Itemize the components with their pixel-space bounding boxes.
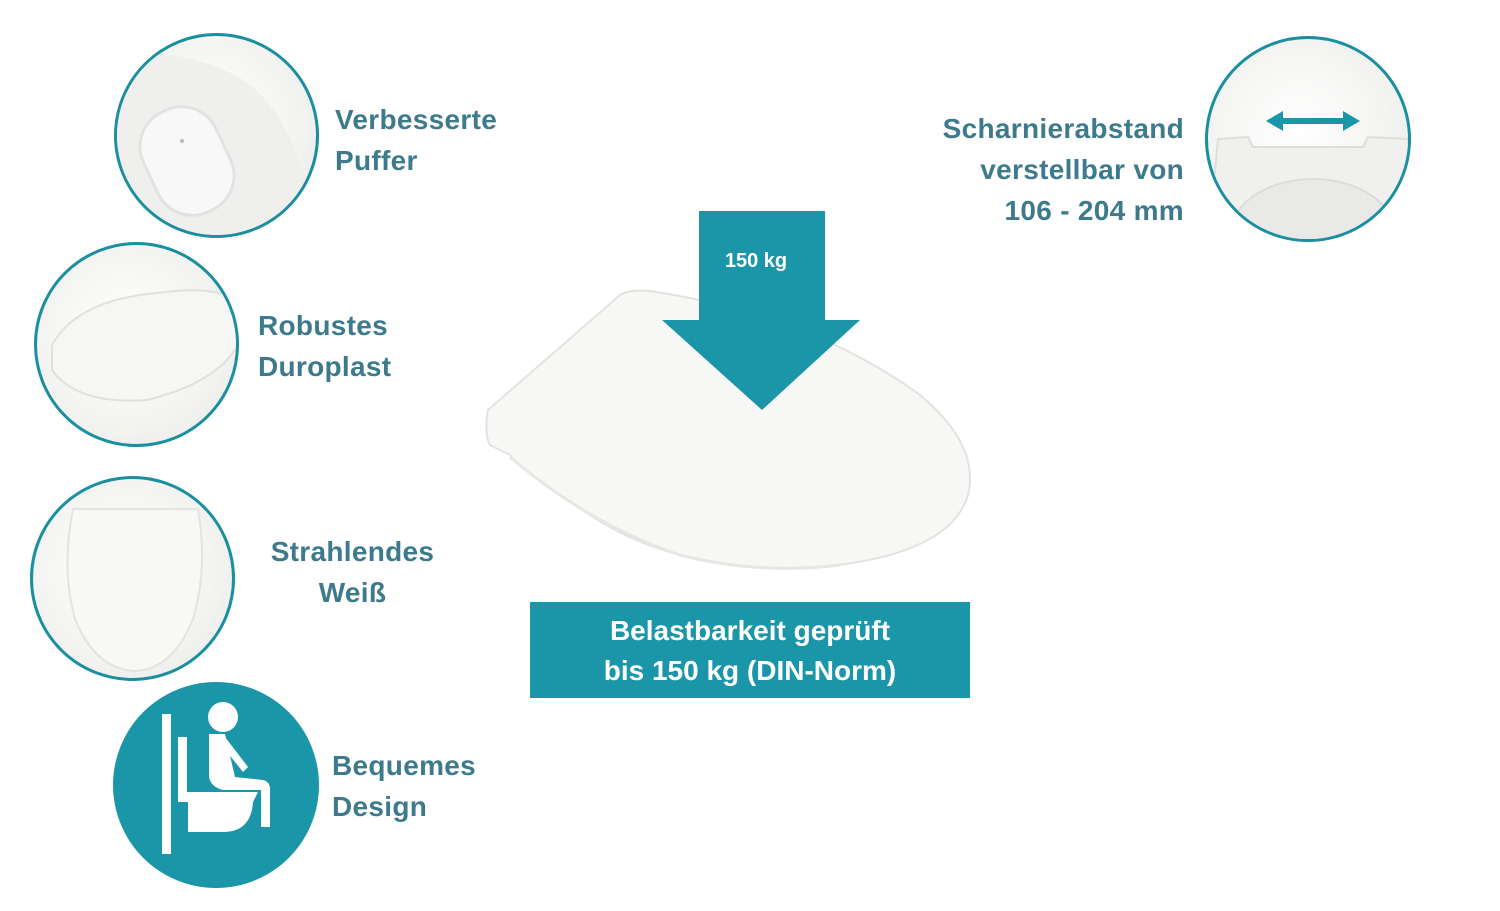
feature-duroplast-label: Robustes Duroplast (258, 305, 391, 387)
load-box-line: bis 150 kg (DIN-Norm) (603, 655, 897, 686)
seat-side-icon (51, 289, 236, 402)
feature-line: Verbesserte (335, 104, 498, 135)
feature-line: Robustes (258, 310, 388, 341)
seat-top-icon (66, 508, 203, 673)
feature-design-label: Bequemes Design (332, 745, 476, 827)
feature-buffer-label: Verbesserte Puffer (335, 99, 497, 181)
feature-line: Strahlendes (270, 536, 435, 567)
feature-line: Weiß (318, 577, 387, 608)
load-arrow-label: 150 kg (724, 250, 788, 272)
load-box-line: Belastbarkeit geprüft (609, 615, 891, 646)
feature-line: Duroplast (258, 351, 392, 382)
hinge-image (1205, 36, 1411, 242)
hinge-label: Scharnierabstand verstellbar von 106 - 2… (860, 108, 1184, 231)
hinge-line: verstellbar von (980, 154, 1184, 185)
feature-white-label: Strahlendes Weiß (250, 531, 455, 613)
load-arrow-icon (662, 211, 860, 410)
double-arrow-icon (1208, 111, 1408, 239)
buffer-icon (117, 53, 316, 235)
feature-line: Puffer (335, 145, 418, 176)
white-seat-image (30, 476, 235, 681)
hinge-line: Scharnierabstand (942, 113, 1184, 144)
duroplast-image (34, 242, 239, 447)
feature-line: Design (332, 791, 428, 822)
hinge-line: 106 - 204 mm (1004, 195, 1184, 226)
buffer-image (114, 33, 319, 238)
feature-line: Bequemes (332, 750, 477, 781)
seated-person-icon (113, 682, 319, 888)
load-capacity-box: Belastbarkeit geprüft bis 150 kg (DIN-No… (530, 602, 970, 698)
